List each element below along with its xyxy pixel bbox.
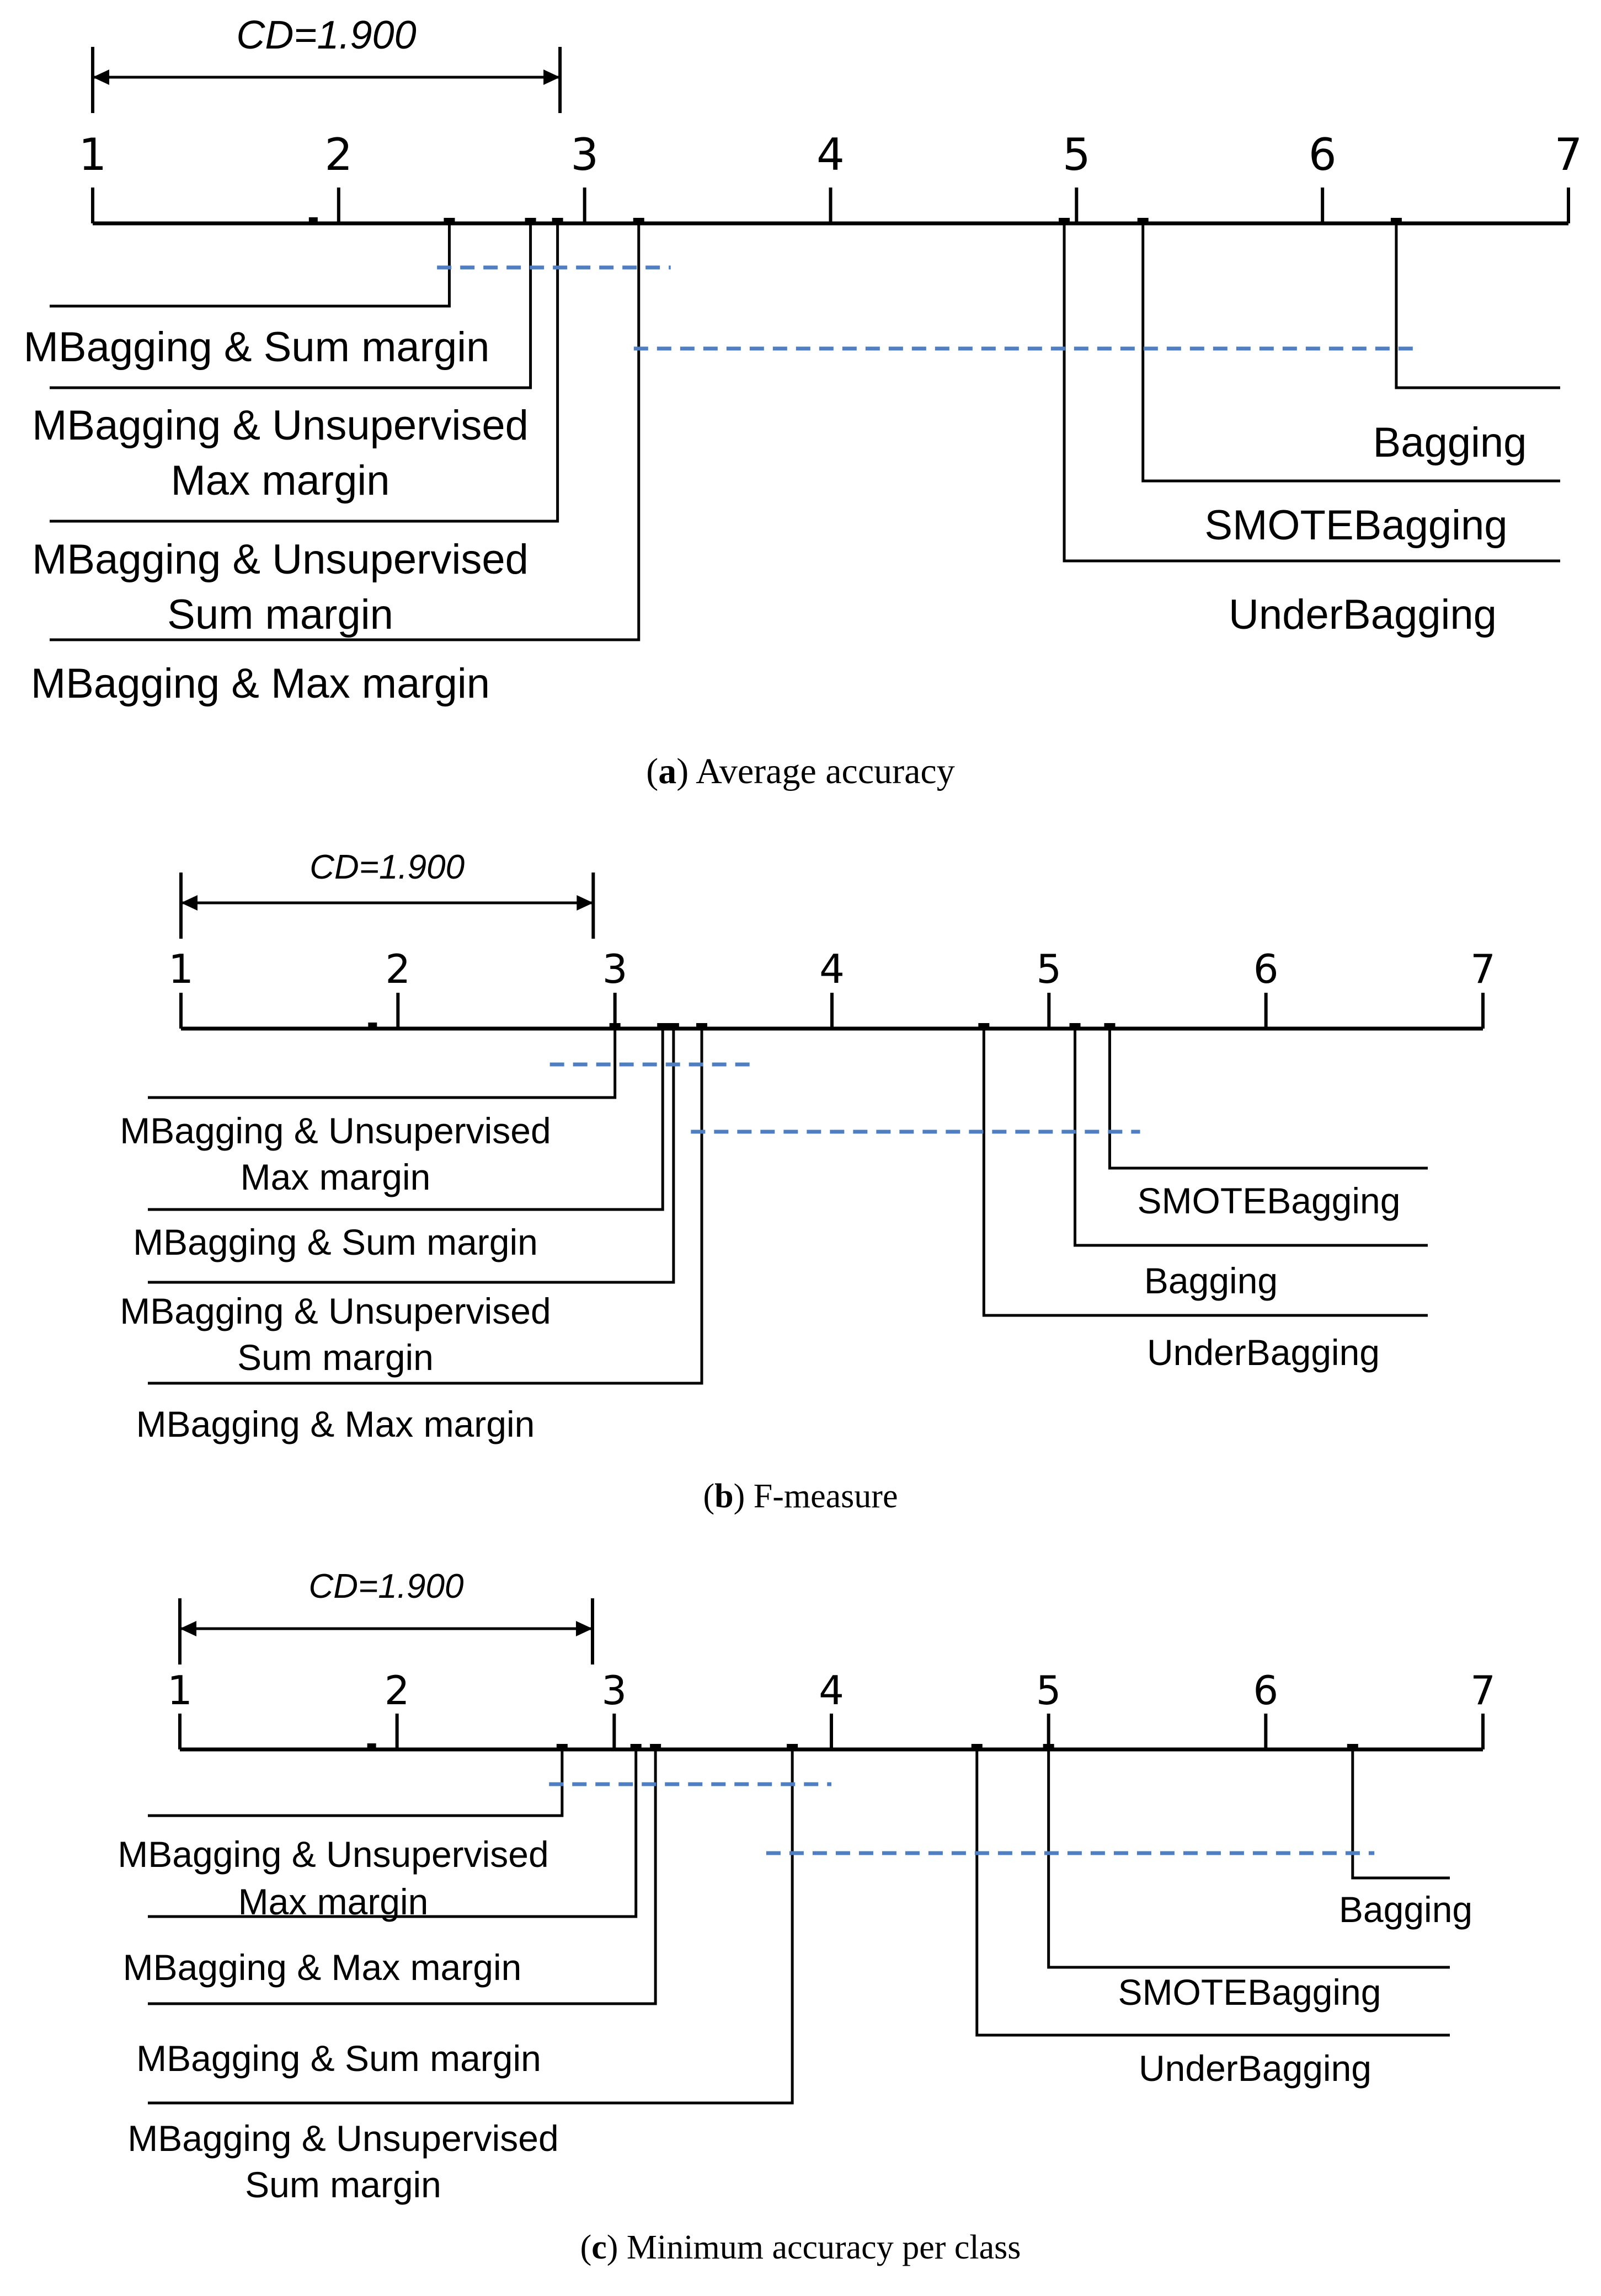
connector-line — [148, 1029, 664, 1211]
connector-line — [148, 1749, 564, 1817]
tick-label-1: 1 — [167, 1667, 193, 1714]
algorithm-label: MBagging & Sum margin — [133, 1222, 538, 1262]
algorithm-label: MBagging & Unsupervised — [32, 536, 529, 583]
algorithm-label: Bagging — [1373, 419, 1527, 466]
tick-label-4: 4 — [819, 946, 845, 992]
algorithm-label: Max margin — [171, 457, 390, 504]
cd-arrowhead-right — [543, 69, 561, 85]
cd-arrowhead-left — [180, 1621, 196, 1636]
algorithm-label: Sum margin — [237, 1337, 434, 1378]
tick-label-6: 6 — [1253, 1667, 1278, 1714]
tick-label-5: 5 — [1063, 129, 1091, 180]
panel-caption: (b) F-measure — [703, 1478, 898, 1515]
panel-caption: (a) Average accuracy — [646, 751, 954, 791]
tick-label-6: 6 — [1309, 129, 1337, 180]
connector-line — [1063, 223, 1560, 563]
connector-line — [50, 223, 451, 308]
algorithm-label: MBagging & Sum margin — [136, 2038, 541, 2079]
connector-line — [975, 1749, 1450, 2037]
algorithm-label: Sum margin — [245, 2164, 441, 2205]
connector-line — [1141, 223, 1560, 483]
connector-line — [1395, 223, 1560, 389]
algorithm-label: Sum margin — [167, 591, 393, 638]
tick-label-6: 6 — [1253, 946, 1279, 992]
tick-label-3: 3 — [601, 1667, 627, 1714]
algorithm-label: MBagging & Unsupervised — [120, 1291, 551, 1331]
algorithm-label: MBagging & Unsupervised — [32, 402, 529, 449]
connector-line — [1108, 1029, 1428, 1170]
connector-line — [982, 1029, 1428, 1317]
algorithm-label: MBagging & Unsupervised — [127, 2118, 558, 2159]
connector-line — [148, 1029, 675, 1284]
cd-arrowhead-right — [577, 895, 594, 911]
algorithm-label: Bagging — [1144, 1260, 1278, 1301]
tick-label-5: 5 — [1036, 1667, 1061, 1714]
tick-label-7: 7 — [1555, 129, 1583, 180]
algorithm-label: SMOTEBagging — [1138, 1180, 1401, 1221]
connector-line — [50, 223, 532, 389]
cd-arrowhead-left — [181, 895, 198, 911]
algorithm-label: MBagging & Unsupervised — [118, 1834, 548, 1875]
tick-label-1: 1 — [168, 946, 194, 992]
algorithm-label: MBagging & Sum margin — [24, 324, 490, 371]
cd-label: CD=1.900 — [309, 1567, 464, 1605]
connector-line — [50, 223, 641, 641]
cd-label: CD=1.900 — [236, 13, 416, 57]
connector-line — [148, 1029, 703, 1385]
algorithm-label: SMOTEBagging — [1204, 502, 1507, 549]
algorithm-label: Bagging — [1339, 1889, 1472, 1930]
tick-label-1: 1 — [79, 129, 107, 180]
tick-label-2: 2 — [324, 129, 353, 180]
algorithm-label: UnderBagging — [1139, 2048, 1371, 2089]
connector-line — [1074, 1029, 1428, 1247]
tick-label-7: 7 — [1470, 946, 1496, 992]
connector-line — [1047, 1749, 1450, 1969]
tick-label-7: 7 — [1470, 1667, 1496, 1714]
connector-line — [148, 1749, 794, 2105]
tick-label-3: 3 — [570, 129, 599, 180]
connector-line — [148, 1749, 638, 1918]
connector-line — [148, 1749, 657, 2005]
tick-label-3: 3 — [602, 946, 628, 992]
algorithm-label: MBagging & Max margin — [136, 1404, 535, 1444]
connector-line — [50, 223, 559, 523]
tick-label-4: 4 — [816, 129, 845, 180]
cd-arrowhead-left — [93, 69, 109, 85]
cd-arrowhead-right — [575, 1621, 593, 1636]
connector-line — [148, 1029, 617, 1099]
cd-label: CD=1.900 — [309, 848, 465, 886]
panel-caption: (c) Minimum accuracy per class — [580, 2229, 1021, 2266]
tick-label-2: 2 — [385, 946, 410, 992]
tick-label-2: 2 — [385, 1667, 410, 1714]
algorithm-label: UnderBagging — [1229, 591, 1497, 638]
tick-label-4: 4 — [819, 1667, 844, 1714]
algorithm-label: UnderBagging — [1147, 1332, 1380, 1373]
algorithm-label: MBagging & Max margin — [31, 660, 490, 707]
tick-label-5: 5 — [1036, 946, 1061, 992]
algorithm-label: Max margin — [241, 1157, 431, 1197]
algorithm-label: SMOTEBagging — [1118, 1972, 1381, 2013]
algorithm-label: MBagging & Max margin — [123, 1947, 522, 1988]
connector-line — [1351, 1749, 1450, 1880]
algorithm-label: MBagging & Unsupervised — [120, 1110, 551, 1151]
